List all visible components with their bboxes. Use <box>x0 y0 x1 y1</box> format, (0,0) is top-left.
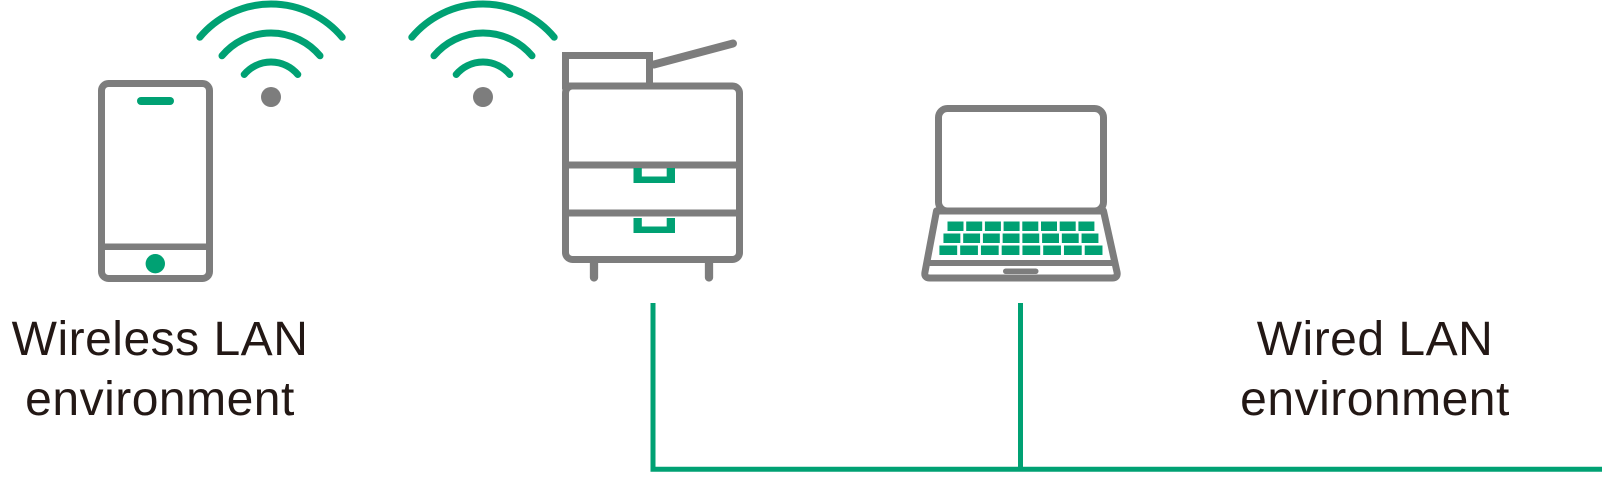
wifi-signal-icon <box>200 4 342 107</box>
printer-scanner-lid <box>562 52 653 90</box>
wireless-lan-label-line2: environment <box>25 373 295 426</box>
smartphone-body <box>98 80 213 282</box>
lan-cable-line <box>650 303 1602 472</box>
wireless-lan-label-line1: Wireless LAN <box>11 313 309 366</box>
wired-lan-label: Wired LAN environment <box>1195 310 1555 430</box>
printer-body <box>562 82 743 263</box>
printer-feeder-arm <box>650 39 737 69</box>
wired-lan-label-line1: Wired LAN <box>1256 313 1494 366</box>
wifi-signal-icon <box>412 4 554 107</box>
printer-icon <box>562 39 743 282</box>
wired-lan-label-line2: environment <box>1240 373 1510 426</box>
wireless-lan-label: Wireless LAN environment <box>0 310 335 430</box>
laptop-base <box>921 207 1121 282</box>
printer-drawer-handle <box>633 168 675 183</box>
laptop-icon <box>921 105 1121 282</box>
laptop-trackpad <box>1003 268 1039 274</box>
laptop-screen <box>935 105 1107 215</box>
laptop-keyboard-keys <box>939 221 1103 255</box>
smartphone-icon <box>98 80 213 282</box>
printer-drawer-handle <box>633 218 675 233</box>
smartphone-home-button <box>145 254 165 274</box>
